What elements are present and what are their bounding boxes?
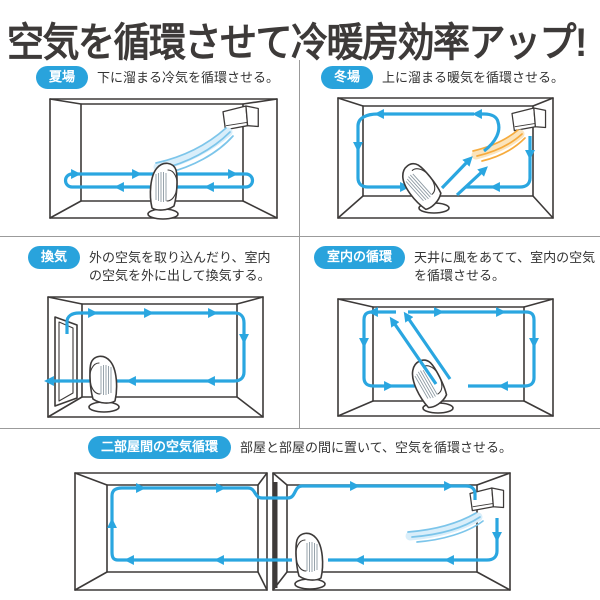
ventilation-description: 外の空気を取り込んだり、室内の空気を外に出して換気する。 [89, 250, 271, 284]
panel-two-rooms-header: 二部屋間の空気循環 部屋と部屋の間に置いて、空気を循環させる。 [0, 429, 600, 459]
left-room-outline [74, 472, 268, 591]
row-bottom: 二部屋間の空気循環 部屋と部屋の間に置いて、空気を循環させる。 [0, 429, 600, 599]
ventilation-room-diagram [44, 296, 264, 418]
panel-ventilation: 換気 外の空気を取り込んだり、室内の空気を外に出して換気する。 [0, 237, 300, 428]
panel-summer-header: 夏場 下に溜まる冷気を循環させる。 [0, 60, 299, 89]
circulator-fan-icon [88, 355, 120, 413]
winter-badge: 冬場 [321, 66, 374, 89]
indoor-circulation-description: 天井に風をあてて、室内の空気を循環させる。 [414, 250, 596, 284]
airflow-loop [107, 480, 502, 565]
row-middle: 換気 外の空気を取り込んだり、室内の空気を外に出して換気する。 [0, 237, 600, 429]
panel-indoor-circulation-header: 室内の循環 天井に風をあてて、室内の空気を循環させる。 [300, 237, 600, 286]
summer-badge: 夏場 [36, 66, 89, 89]
room-outline [337, 298, 554, 417]
panel-ventilation-header: 換気 外の空気を取り込んだり、室内の空気を外に出して換気する。 [0, 237, 299, 286]
room-outline [47, 296, 264, 418]
warm-air-stream [471, 129, 526, 162]
airflow-from-fan [389, 311, 452, 385]
airflow-loop [44, 307, 249, 386]
airflow-from-fan [440, 108, 501, 197]
panel-two-rooms: 二部屋間の空気循環 部屋と部屋の間に置いて、空気を循環させる。 [0, 429, 600, 599]
door-partition [273, 481, 278, 588]
circulator-fan-icon [294, 532, 326, 590]
two-rooms-description: 部屋と部屋の間に置いて、空気を循環させる。 [240, 440, 512, 455]
indoor-circulation-badge: 室内の循環 [314, 246, 406, 269]
panel-winter: 冬場 上に溜まる暖気を循環させる。 [300, 60, 600, 236]
panel-indoor-circulation: 室内の循環 天井に風をあてて、室内の空気を循環させる。 [300, 237, 600, 428]
circulator-fan-icon [147, 162, 179, 220]
air-conditioner-icon [511, 107, 547, 132]
cool-air-stream [405, 512, 484, 543]
two-rooms-diagram [74, 472, 511, 591]
summer-room-diagram [49, 98, 278, 220]
room-outline [337, 97, 554, 219]
airflow-loop [353, 108, 535, 192]
two-rooms-badge: 二部屋間の空気循環 [88, 436, 232, 459]
ventilation-badge: 換気 [28, 246, 81, 269]
winter-description: 上に溜まる暖気を循環させる。 [382, 70, 565, 85]
summer-description: 下に溜まる冷気を循環させる。 [97, 70, 280, 85]
room-outline [49, 98, 278, 219]
air-conditioner-icon [222, 105, 259, 131]
row-top: 夏場 下に溜まる冷気を循環させる。 [0, 60, 600, 237]
page-title: 空気を循環させて冷暖房効率アップ! [7, 20, 587, 65]
panel-summer: 夏場 下に溜まる冷気を循環させる。 [0, 60, 300, 236]
indoor-circulation-room-diagram [337, 298, 554, 417]
winter-room-diagram [337, 97, 554, 219]
panel-winter-header: 冬場 上に溜まる暖気を循環させる。 [300, 60, 600, 89]
